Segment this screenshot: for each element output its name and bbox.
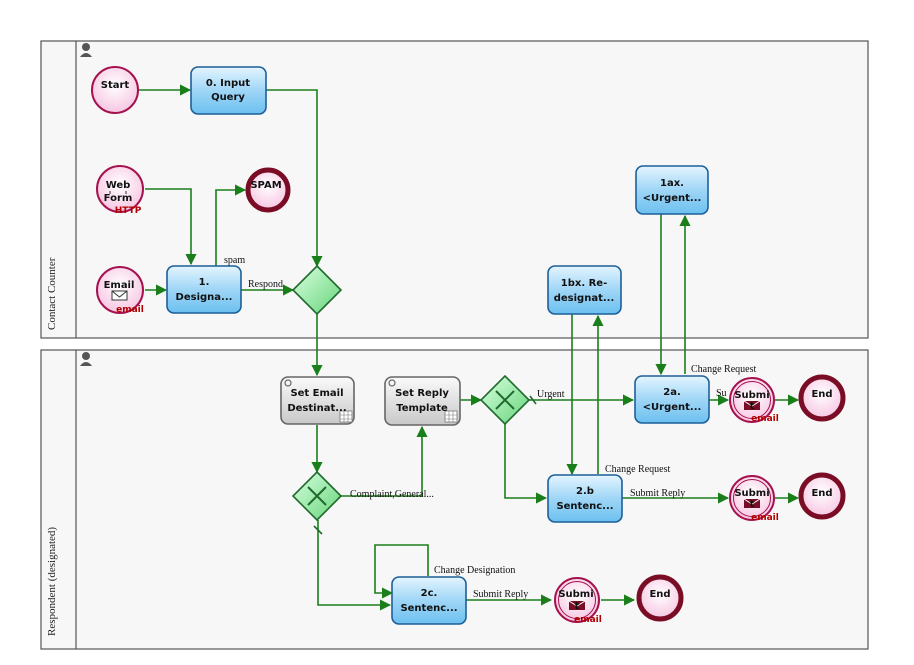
- submit-2-line1: Submi: [734, 488, 769, 499]
- envelope-filled-icon: [568, 600, 586, 610]
- edge-input-to-gateway: [266, 89, 323, 268]
- edge-gateway2-to-setreply: [341, 425, 428, 497]
- task-1ax-line2: <Urgent...: [643, 193, 702, 204]
- web-form-line2: Form: [104, 193, 133, 204]
- email-start-event[interactable]: Email email: [96, 266, 144, 315]
- edge-2c-self-loop: [374, 544, 429, 599]
- person-icon: [80, 43, 92, 57]
- submit-3-line1: Submi: [558, 589, 593, 600]
- spam-label: SPAM: [250, 180, 281, 191]
- exclusive-x-icon: [307, 486, 327, 506]
- gear-icon: [284, 379, 292, 387]
- gateway-urgent[interactable]: [479, 374, 537, 426]
- task-set-reply-line2: Template: [396, 403, 448, 414]
- table-icon: [339, 410, 353, 423]
- task-2c-line1: 2c.: [421, 588, 438, 599]
- submit-event-2[interactable]: Submi t email: [729, 475, 779, 523]
- end-3-label: End: [649, 589, 670, 600]
- task-2b-sentence[interactable]: 2.b Sentenc...: [547, 474, 623, 523]
- edge-gateway2-to-2c: [317, 520, 392, 611]
- gear-icon: [388, 379, 396, 387]
- web-form-line1: Web: [106, 180, 131, 191]
- task-set-reply-template[interactable]: Set Reply Template: [384, 376, 461, 426]
- start-label: Start: [101, 80, 130, 91]
- edge-designation-to-spam: [215, 184, 247, 266]
- exclusive-x-icon: [495, 390, 515, 410]
- task-2c-line2: Sentenc...: [400, 603, 457, 614]
- end-event-1[interactable]: End: [798, 374, 846, 422]
- task-1bx-line2: designat...: [554, 293, 615, 304]
- task-input-query-line1: 0. Input: [206, 78, 250, 89]
- submit-2-line2: t: [750, 499, 755, 510]
- submit-3-tag: email: [574, 615, 602, 625]
- task-1ax-line1: 1ax.: [660, 178, 684, 189]
- task-set-reply-line1: Set Reply: [395, 388, 449, 399]
- web-form-event[interactable]: Web Form HTTP: [96, 165, 144, 216]
- task-2a-line2: <Urgent...: [643, 402, 702, 413]
- web-form-tag: HTTP: [115, 206, 142, 216]
- edge-label-change-request-mid: Change Request: [605, 464, 670, 475]
- lane-label-contact-counter: Contact Counter: [46, 257, 58, 330]
- submit-2-tag: email: [751, 513, 779, 523]
- edge-label-urgent: Urgent: [537, 389, 565, 400]
- gateway-complaint[interactable]: [291, 470, 343, 535]
- submit-3-line2: t: [575, 601, 580, 612]
- default-flow-mark: [313, 525, 323, 535]
- default-flow-mark: [529, 395, 537, 405]
- email-label: Email: [104, 280, 135, 291]
- end-event-3[interactable]: End: [636, 574, 684, 622]
- edge-webform-to-designation: [145, 188, 197, 266]
- gateway-respond[interactable]: [291, 264, 343, 316]
- spam-end-event[interactable]: SPAM: [245, 167, 291, 213]
- envelope-icon: [111, 290, 128, 301]
- edge-label-spam: spam: [224, 255, 245, 266]
- edge-label-change-designation: Change Designation: [434, 565, 515, 576]
- task-2a-line1: 2a.: [663, 387, 681, 398]
- task-designation-line2: Designa...: [176, 292, 233, 303]
- submit-1-line1: Submi: [734, 390, 769, 401]
- edge-gateway3-to-2b: [504, 424, 548, 504]
- task-input-query-line2: Query: [211, 92, 245, 103]
- submit-1-line2: t: [750, 401, 755, 412]
- end-1-label: End: [811, 389, 832, 400]
- task-designation-line1: 1.: [199, 277, 210, 288]
- edge-label-submit-reply-mid: Submit Reply: [630, 488, 685, 499]
- start-event[interactable]: Start: [91, 66, 139, 114]
- edge-label-submit-top: Su: [716, 388, 727, 399]
- end-2-label: End: [811, 488, 832, 499]
- email-tag: email: [116, 305, 144, 315]
- task-1bx-line1: 1bx. Re-: [561, 278, 607, 289]
- task-input-query[interactable]: 0. Input Query: [190, 66, 267, 115]
- edge-label-respond: Respond: [248, 279, 283, 290]
- edge-label-submit-reply-bottom: Submit Reply: [473, 589, 528, 600]
- task-set-email-line2: Destinat...: [287, 403, 346, 414]
- task-2b-line2: Sentenc...: [556, 501, 613, 512]
- task-designation[interactable]: 1. Designa...: [166, 265, 242, 314]
- edges: [139, 84, 800, 611]
- submit-1-tag: email: [751, 414, 779, 424]
- submit-event-1[interactable]: Submi t email: [729, 377, 779, 424]
- task-2c-sentence[interactable]: 2c. Sentenc...: [391, 576, 467, 625]
- envelope-filled-icon: [743, 400, 761, 410]
- task-2a-urgent[interactable]: 2a. <Urgent...: [634, 375, 710, 424]
- edge-label-complaint: Complaint,General...: [350, 489, 434, 500]
- envelope-filled-icon: [743, 498, 761, 508]
- task-1ax-urgent[interactable]: 1ax. <Urgent...: [635, 165, 709, 215]
- person-icon: [80, 352, 92, 366]
- task-set-email-line1: Set Email: [290, 388, 343, 399]
- end-event-2[interactable]: End: [798, 472, 846, 520]
- submit-event-3[interactable]: Submi t email: [554, 577, 602, 625]
- edge-labels: spam Respond Complaint,General... Urgent…: [224, 255, 756, 600]
- table-icon: [444, 410, 458, 423]
- form-icon: [109, 191, 127, 194]
- task-1bx-redesignate[interactable]: 1bx. Re- designat...: [547, 265, 622, 315]
- task-2b-line1: 2.b: [576, 486, 594, 497]
- task-set-email-destination[interactable]: Set Email Destinat...: [280, 376, 355, 425]
- lane-label-respondent: Respondent (designated): [46, 527, 58, 636]
- edge-label-change-request-top: Change Request: [691, 364, 756, 375]
